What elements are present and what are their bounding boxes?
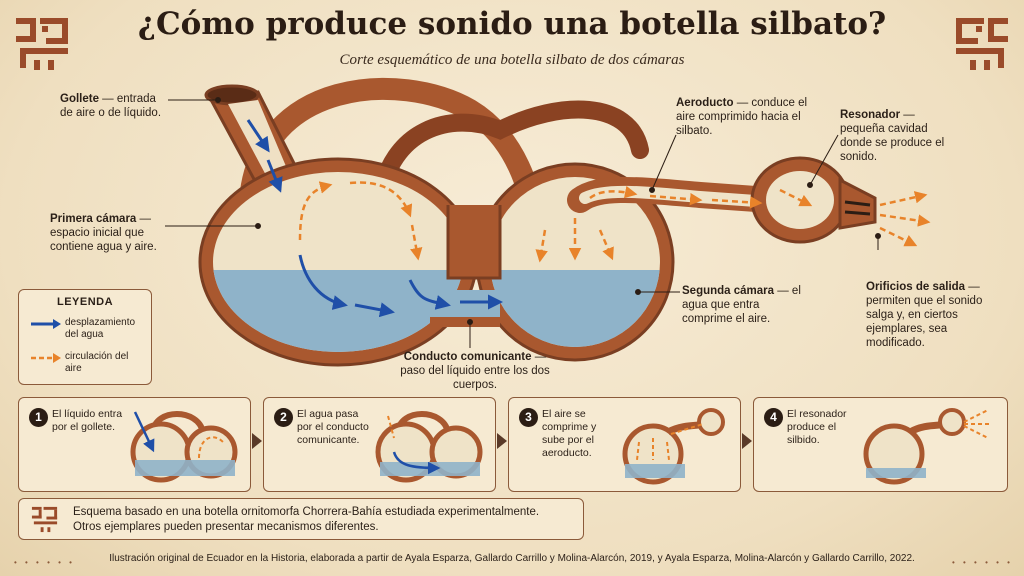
label-conducto: Conducto comunicante — paso del líquido …	[400, 351, 550, 391]
bird-glyph-icon	[31, 506, 58, 533]
step-text: El líquido entra por el gollete.	[52, 408, 123, 433]
step-1-illustration	[130, 411, 238, 483]
step-arrow-icon	[252, 433, 262, 449]
page-title: ¿Cómo produce sonido una botella silbato…	[137, 6, 887, 42]
step-text: El resonador produce el silbido.	[787, 408, 847, 446]
step-number: 4	[764, 408, 783, 427]
label-segunda-camara: Segunda cámara — el agua que entra compr…	[682, 285, 801, 325]
step-number: 3	[519, 408, 538, 427]
legend: LEYENDA desplazamiento del agua circulac…	[18, 289, 152, 385]
label-orificios: Orificios de salida — permiten que el so…	[866, 281, 983, 349]
legend-water: desplazamiento del agua	[65, 317, 136, 340]
water-arrows	[246, 119, 503, 318]
credit-line: Ilustración original de Ecuador en la Hi…	[109, 553, 915, 564]
step-3-illustration	[622, 408, 725, 485]
bird-glyph-icon	[956, 18, 1008, 70]
step-text: El aire se comprime y sube por el aerodu…	[542, 408, 597, 459]
legend-title: LEYENDA	[56, 296, 114, 308]
air-arrow-icon	[31, 353, 61, 363]
note-text: Esquema basado en una botella ornitomorf…	[73, 505, 539, 535]
note-line-1: Esquema basado en una botella ornitomorf…	[73, 506, 540, 518]
step-number: 1	[29, 408, 48, 427]
air-arrows	[298, 181, 931, 263]
decorative-dots: • • • • • •	[952, 558, 1013, 567]
label-gollete: Gollete — entrada de aire o de líquido.	[60, 93, 162, 119]
bottle-diagram	[165, 77, 931, 367]
step-3: 3 El aire se comprime y sube por el aero…	[508, 397, 741, 492]
label-primera-camara: Primera cámara — espacio inicial que con…	[50, 213, 157, 253]
step-arrow-icon	[497, 433, 507, 449]
conducto-comunicante	[430, 290, 500, 320]
label-resonador: Resonador — pequeña cavidad donde se pro…	[840, 109, 945, 163]
step-arrow-icon	[742, 433, 752, 449]
legend-air: circulación del aire	[65, 351, 129, 374]
note-box: Esquema basado en una botella ornitomorf…	[18, 498, 584, 540]
step-4-illustration	[863, 408, 992, 485]
step-text: El agua pasa por el conducto comunicante…	[297, 408, 369, 446]
note-line-2: Otros ejemplares pueden presentar mecani…	[73, 521, 379, 533]
bird-glyph-icon	[16, 18, 68, 70]
decorative-dots: • • • • • •	[14, 558, 75, 567]
step-2: 2 El agua pasa por el conducto comunican…	[263, 397, 496, 492]
water-arrow-icon	[31, 319, 61, 329]
step-4: 4 El resonador produce el silbido.	[753, 397, 1008, 492]
step-1: 1 El líquido entra por el gollete.	[18, 397, 251, 492]
page-subtitle: Corte esquemático de una botella silbato…	[339, 52, 685, 68]
label-aeroducto: Aeroducto — conduce el aire comprimido h…	[676, 97, 808, 137]
step-number: 2	[274, 408, 293, 427]
step-2-illustration	[375, 411, 483, 483]
